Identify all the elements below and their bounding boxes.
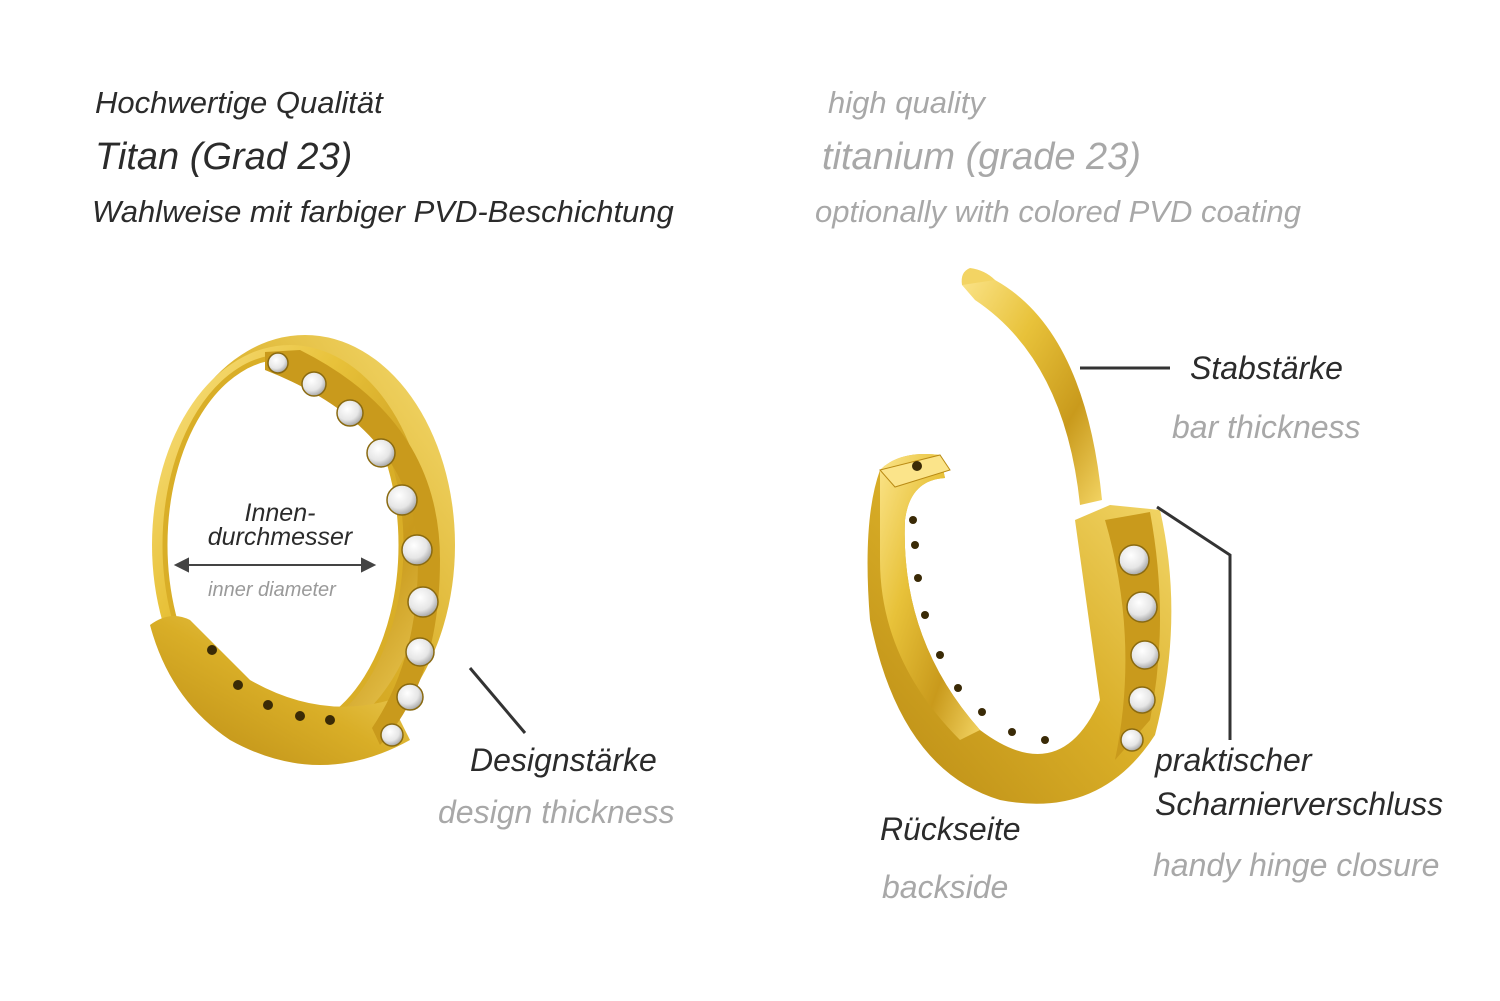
design-thickness-label-en: design thickness bbox=[438, 794, 675, 830]
backside-label-en: backside bbox=[882, 869, 1009, 905]
header-quality-de: Hochwertige Qualität bbox=[95, 85, 383, 120]
inner-diameter-label-de-1: Innen- bbox=[244, 499, 316, 527]
header-coating-de: Wahlweise mit farbiger PVD-Beschichtung bbox=[92, 194, 674, 229]
inner-diameter-label-de-2: durchmesser bbox=[207, 522, 353, 551]
inner-diameter-arrow bbox=[173, 557, 377, 573]
left-ring bbox=[150, 335, 455, 765]
hinge-label-de-1: praktischer bbox=[1155, 742, 1312, 778]
hinge-leader bbox=[1156, 505, 1232, 740]
inner-diameter-label-de: Innen- durchmesser bbox=[190, 499, 370, 551]
backside-label-de: Rückseite bbox=[880, 811, 1021, 847]
design-thickness-leader bbox=[468, 667, 527, 734]
header-material-en: titanium (grade 23) bbox=[822, 136, 1141, 178]
right-ring bbox=[867, 268, 1172, 804]
hinge-label-de-2: Scharnierverschluss bbox=[1155, 786, 1444, 822]
hinge-label-en: handy hinge closure bbox=[1153, 847, 1440, 883]
inner-diameter-label-en: inner diameter bbox=[208, 579, 336, 601]
header-material-de: Titan (Grad 23) bbox=[95, 136, 353, 178]
bar-thickness-label-en: bar thickness bbox=[1172, 409, 1361, 445]
header-coating-en: optionally with colored PVD coating bbox=[815, 194, 1301, 229]
design-thickness-label-de: Designstärke bbox=[470, 742, 657, 778]
header-quality-en: high quality bbox=[828, 85, 985, 120]
bar-thickness-label-de: Stabstärke bbox=[1190, 350, 1343, 386]
